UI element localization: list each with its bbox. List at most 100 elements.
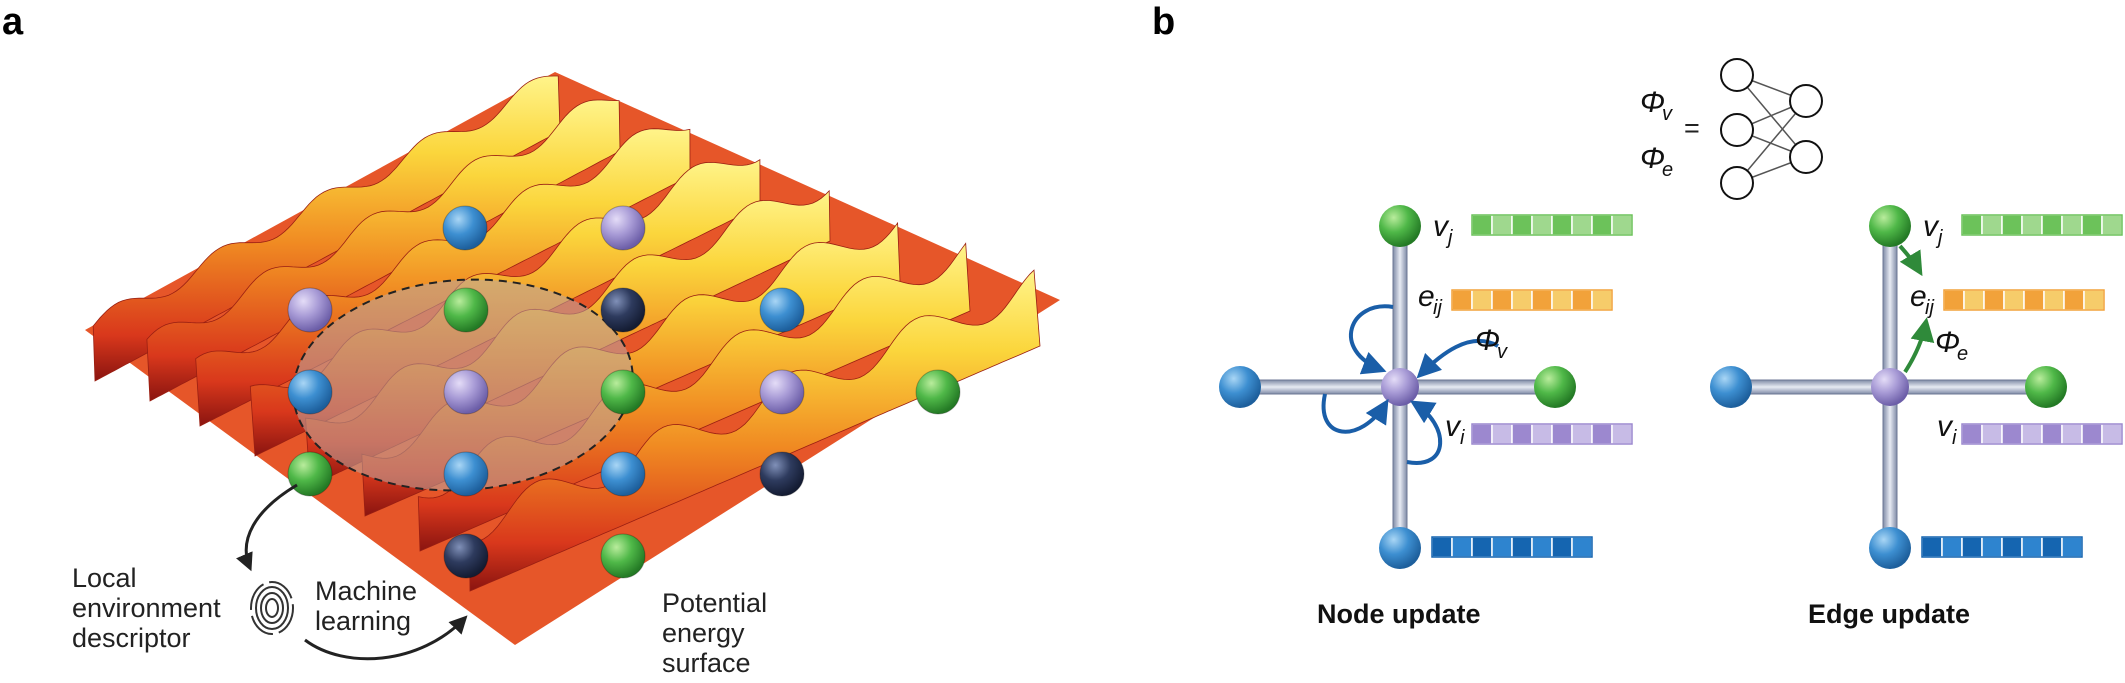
feature-cell [2041, 214, 2063, 236]
feature-bar-outline [1451, 289, 1613, 311]
feature-cell [2081, 214, 2103, 236]
atoms-layer [287, 205, 961, 579]
feature-cell [2001, 214, 2023, 236]
feature-cell [2021, 423, 2043, 445]
svg-text:v: v [1445, 410, 1462, 443]
feature-cell [1591, 289, 1613, 311]
atom-green [915, 369, 961, 415]
feature-cell [2061, 536, 2083, 558]
atom-green [600, 369, 646, 415]
svg-text:v: v [1497, 341, 1508, 363]
feature-cell [2101, 214, 2123, 236]
feature-cell [2043, 289, 2065, 311]
feature-cell [2063, 289, 2085, 311]
panel-a-letter: a [2, 1, 24, 43]
atom-navy [443, 533, 489, 579]
atom-purple [600, 205, 646, 251]
feature-cell [1551, 536, 1573, 558]
phi-definition: Φ v Φ e = [1640, 86, 1700, 181]
feature-cell [1531, 214, 1553, 236]
svg-text:Machine: Machine [315, 576, 417, 606]
feature-bar-outline [1431, 536, 1593, 558]
atom-bottom-node [1379, 527, 1421, 569]
feature-cell [1921, 536, 1943, 558]
feature-bar-outline [1471, 423, 1633, 445]
feature-cell [2001, 423, 2023, 445]
feature-cell [1571, 423, 1593, 445]
svg-text:i: i [1952, 427, 1957, 449]
feature-bar-outline [1961, 423, 2123, 445]
atom-left-node [1219, 366, 1261, 408]
feature-cell [1471, 214, 1493, 236]
panel-b-letter: b [1152, 1, 1175, 43]
atom-bottom-edge [1869, 527, 1911, 569]
svg-text:ij: ij [1925, 297, 1934, 319]
svg-text:Φ: Φ [1640, 142, 1665, 175]
atom-green [600, 533, 646, 579]
feature-cell [2021, 536, 2043, 558]
atom-i-edge [1871, 368, 1909, 406]
node-update-labels: v j e ij Φ v v i [1418, 210, 1508, 449]
atom-j-node [1379, 205, 1421, 247]
feature-cell [2101, 423, 2123, 445]
feature-cell [2061, 423, 2083, 445]
atom-purple [759, 369, 805, 415]
descriptor-label: Local environment descriptor [72, 563, 221, 653]
feature-cell [1511, 214, 1533, 236]
feature-cell [1571, 536, 1593, 558]
feature-cell [2081, 423, 2103, 445]
svg-text:learning: learning [315, 606, 411, 636]
feature-bar-outline [1471, 214, 1633, 236]
feature-cell [1551, 423, 1573, 445]
feature-cell [1471, 289, 1493, 311]
svg-text:e: e [1957, 343, 1968, 365]
surface-wave-strip [469, 269, 1041, 592]
atom-purple [443, 369, 489, 415]
svg-text:j: j [1445, 227, 1453, 249]
feature-cell [1511, 536, 1533, 558]
feature-cell [1511, 423, 1533, 445]
atom-left-edge [1710, 366, 1752, 408]
pes-label: Potential energy surface [662, 588, 767, 678]
descriptor-arrow [236, 483, 298, 572]
feature-cell [1471, 423, 1493, 445]
atom-j-edge [1869, 205, 1911, 247]
feature-cell [2023, 289, 2045, 311]
feature-cell [1981, 536, 2003, 558]
edge-update-graph [1710, 205, 2067, 569]
feature-cell [1491, 536, 1513, 558]
svg-text:surface: surface [662, 648, 751, 678]
feature-cell [1961, 536, 1983, 558]
feature-cell [1491, 214, 1513, 236]
feature-cell [1551, 289, 1573, 311]
svg-text:i: i [1460, 427, 1465, 449]
node-update-title: Node update [1317, 599, 1481, 629]
edge-update-title: Edge update [1808, 599, 1970, 629]
svg-text:=: = [1684, 113, 1700, 143]
node-update-feature-bars [1431, 214, 1633, 558]
atom-green [287, 451, 333, 497]
feature-cell [2061, 214, 2083, 236]
svg-text:descriptor: descriptor [72, 623, 191, 653]
feature-cell [2001, 536, 2023, 558]
svg-text:environment: environment [72, 593, 221, 623]
feature-cell [1961, 214, 1983, 236]
feature-cell [1491, 423, 1513, 445]
atom-right-node [1534, 366, 1576, 408]
edge-update-labels: v j e ij Φ e v i [1910, 210, 1968, 449]
feature-cell [1511, 289, 1533, 311]
node-update-graph [1219, 205, 1576, 569]
feature-cell [2083, 289, 2105, 311]
feature-cell [1571, 289, 1593, 311]
feature-bar-outline [1921, 536, 2083, 558]
svg-text:Φ: Φ [1935, 326, 1960, 359]
svg-text:e: e [1662, 159, 1673, 181]
svg-text:Φ: Φ [1640, 86, 1665, 119]
feature-cell [2041, 536, 2063, 558]
feature-cell [2003, 289, 2025, 311]
svg-text:ij: ij [1433, 297, 1442, 319]
svg-text:e: e [1418, 280, 1435, 313]
feature-bar-outline [1943, 289, 2105, 311]
svg-text:v: v [1937, 410, 1954, 443]
